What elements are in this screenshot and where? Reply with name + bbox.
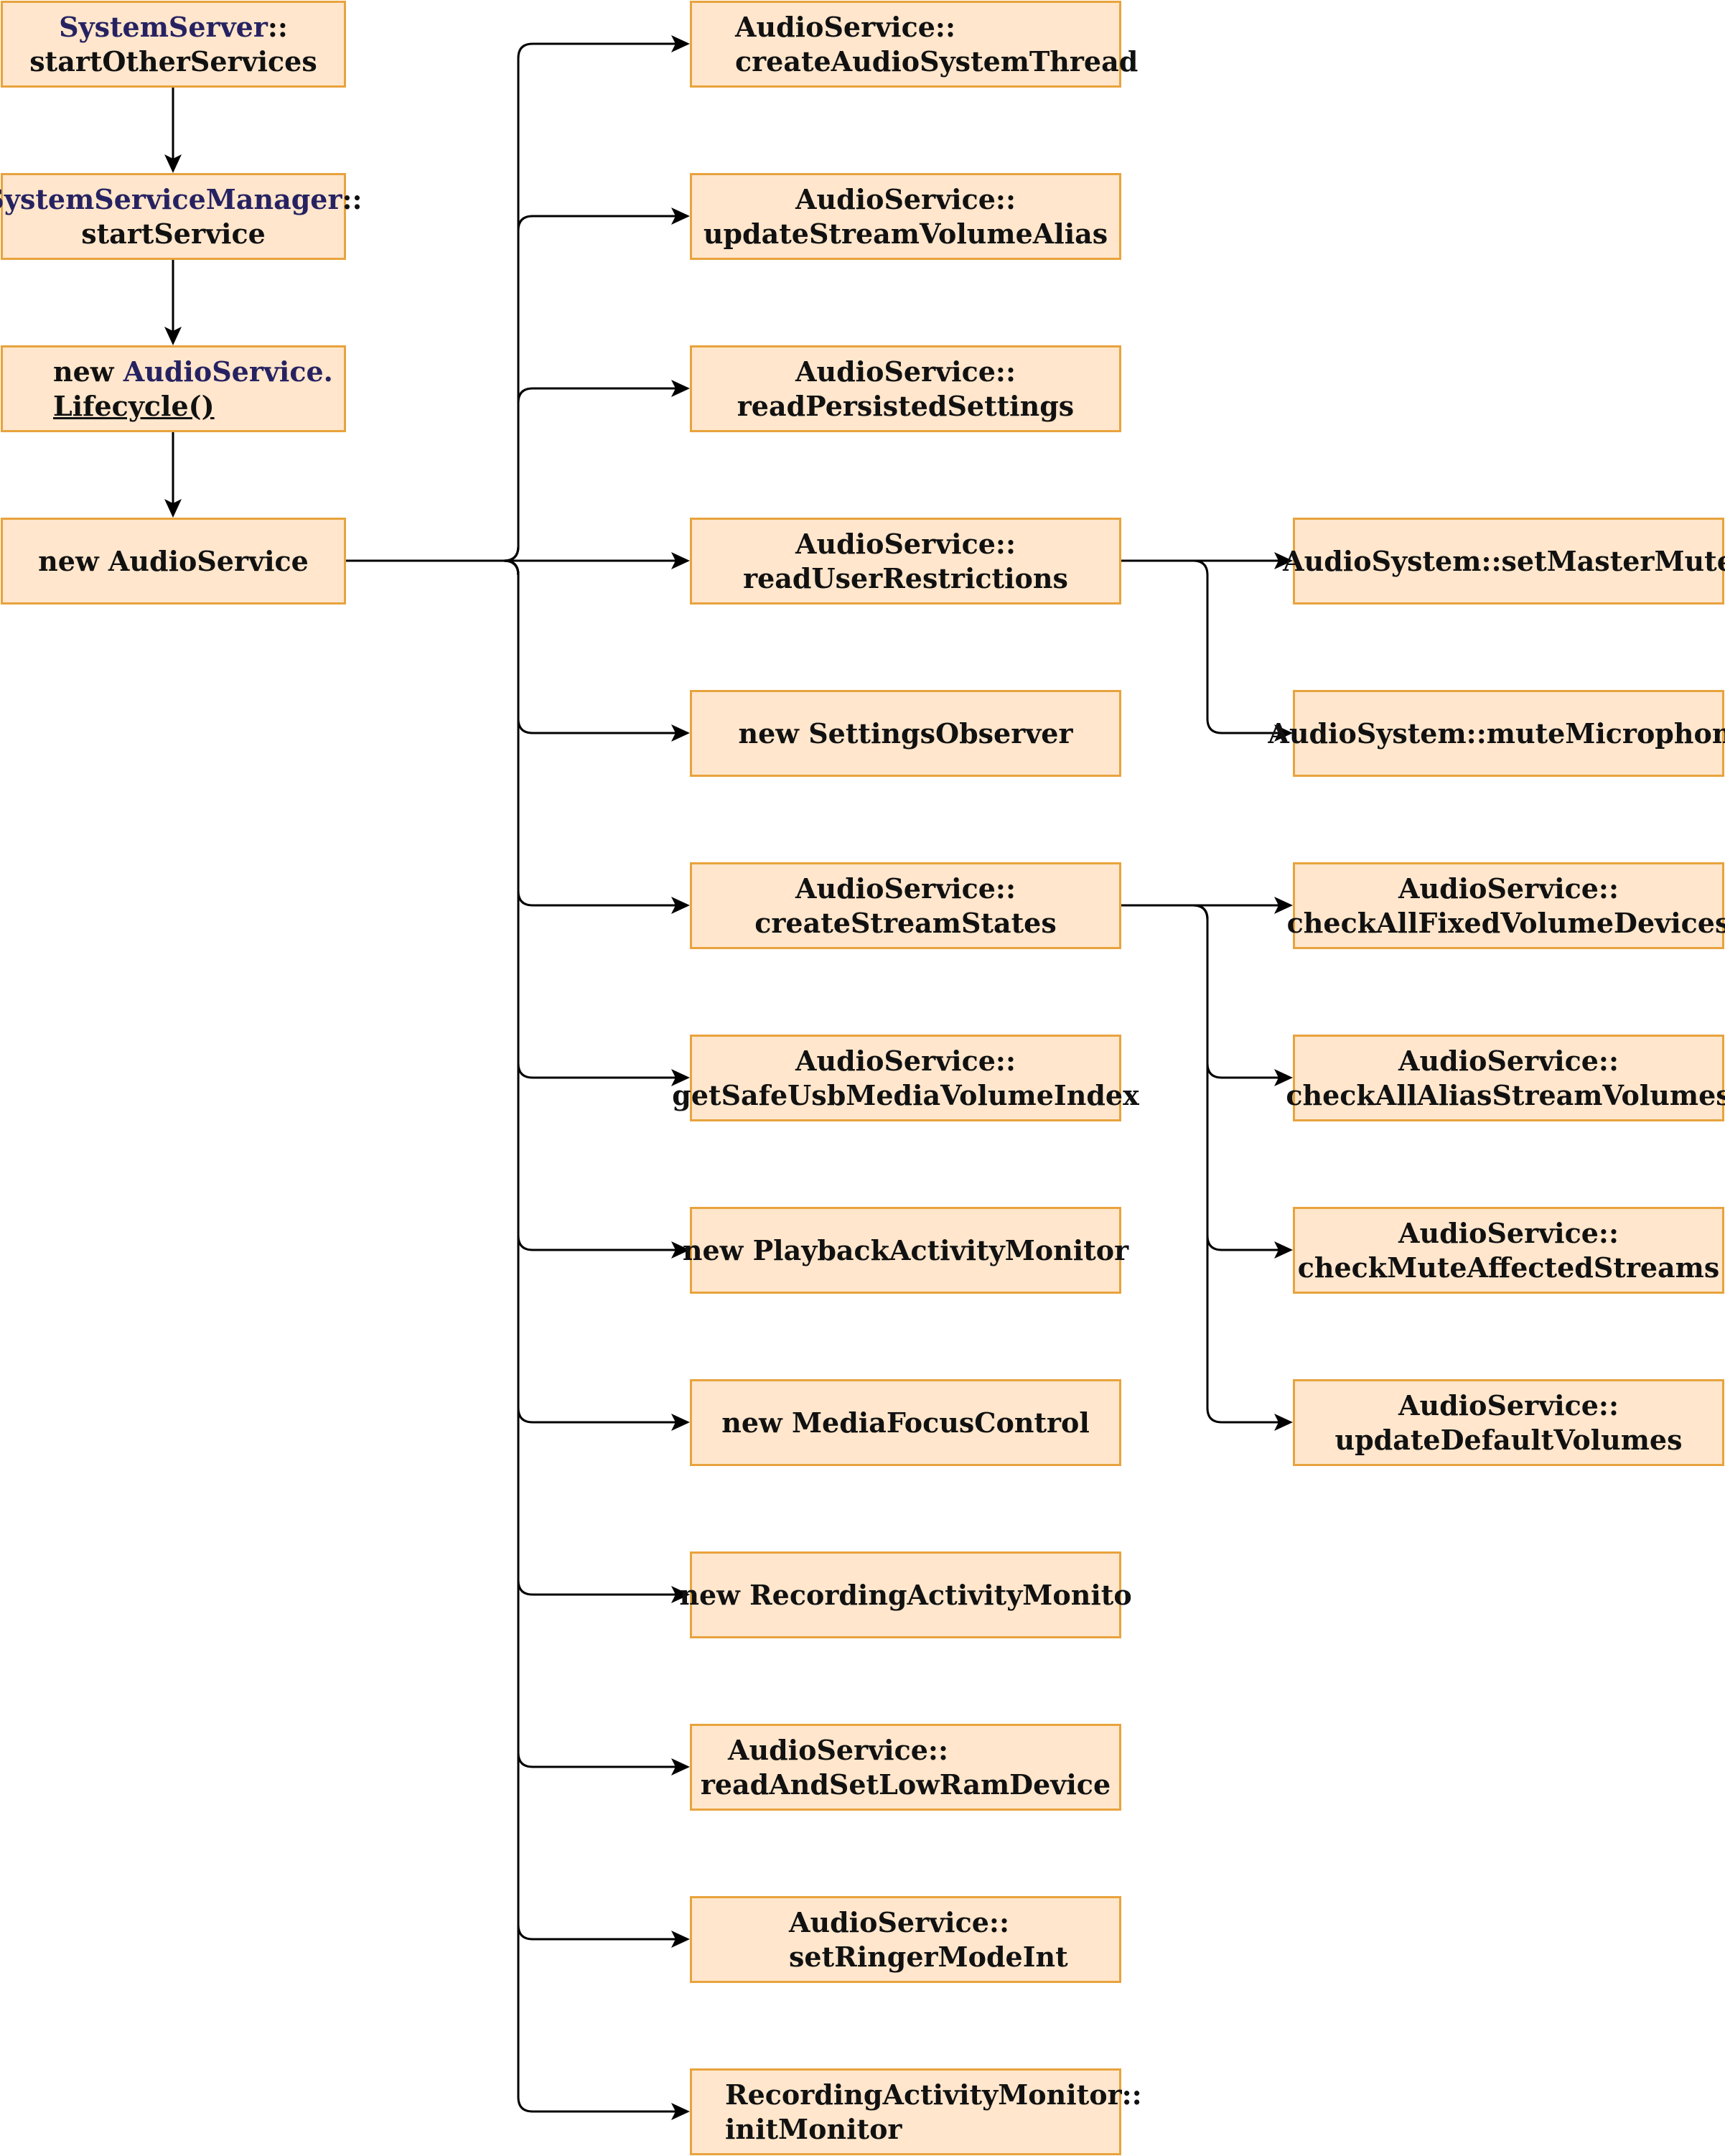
arrow-head	[164, 327, 182, 345]
node-label-line1: AudioService::	[728, 1733, 948, 1766]
node-create-stream-states: AudioService:: createStreamStates	[690, 862, 1121, 949]
method-name: startService	[81, 217, 266, 250]
node-label: new RecordingActivityMonito	[679, 1578, 1132, 1611]
node-label-line1: AudioService::	[795, 527, 1016, 560]
node-label-line2: updateStreamVolumeAlias	[703, 217, 1108, 250]
node-read-user-restrictions: AudioService:: readUserRestrictions	[690, 518, 1121, 605]
arrow-head	[671, 552, 690, 569]
node-new-recording-activity-monitor: new RecordingActivityMonito	[679, 1551, 1132, 1638]
branch-edge	[503, 559, 687, 2113]
node-label-line1: RecordingActivityMonitor::	[725, 2078, 1142, 2111]
class-name: SystemServer	[59, 10, 268, 43]
node-mute-microphone: AudioSystem::muteMicrophone	[1268, 690, 1725, 777]
node-label-line2: initMonitor	[725, 2112, 902, 2145]
arrow-head	[671, 1931, 690, 1948]
arrow-head	[671, 207, 690, 225]
node-system-server: SystemServer:: startOtherServices	[1, 1, 346, 88]
branch-edge	[503, 387, 687, 562]
node-set-ringer-mode-int: AudioService:: setRingerModeInt	[690, 1896, 1121, 1983]
node-label: new AudioService	[38, 544, 309, 577]
node-new-playback-activity-monitor: new PlaybackActivityMonitor	[683, 1207, 1128, 1294]
node-new-audioservice: new AudioService	[1, 518, 346, 605]
node-check-all-fixed-volume-devices: AudioService:: checkAllFixedVolumeDevice…	[1287, 862, 1725, 949]
arrow-head	[671, 1414, 690, 1431]
node-label-line2: checkAllFixedVolumeDevices	[1286, 906, 1725, 939]
branch-edge	[503, 559, 687, 1424]
arrow-head	[1274, 1069, 1293, 1086]
node-label-line2: createAudioSystemThread	[735, 45, 1139, 78]
node-label-line2: createStreamStates	[754, 906, 1057, 939]
node-label-line2: readAndSetLowRamDevice	[700, 1768, 1111, 1801]
node-label-line2: checkMuteAffectedStreams	[1297, 1251, 1720, 1284]
arrow-head	[1274, 1241, 1293, 1259]
arrow-head	[671, 1758, 690, 1775]
node-label: new PlaybackActivityMonitor	[682, 1233, 1129, 1266]
node-system-service-manager: SystemServiceManager:: startService	[0, 173, 363, 260]
method-name: Lifecycle()	[53, 389, 215, 422]
node-check-all-alias-stream-volumes: AudioService:: checkAllAliasStreamVolume…	[1286, 1035, 1725, 1121]
node-label-line2: readUserRestrictions	[743, 561, 1068, 594]
arrow-head	[164, 154, 182, 173]
keyword: new	[53, 355, 123, 388]
class-name: AudioService.	[123, 355, 333, 388]
separator: ::	[342, 182, 363, 215]
arrow-head	[1274, 724, 1293, 742]
branch-edge	[503, 559, 687, 734]
node-label-line2: readPersistedSettings	[737, 389, 1075, 422]
arrow-head	[671, 724, 690, 742]
class-name: SystemServiceManager	[0, 182, 342, 215]
sub-branch-edge	[1192, 904, 1290, 1424]
node-label: AudioSystem::setMasterMute	[1283, 544, 1725, 577]
node-label-line1: AudioService::	[1398, 1389, 1619, 1422]
node-label-line1: AudioService::	[1398, 872, 1619, 905]
node-set-master-mute: AudioSystem::setMasterMute	[1283, 518, 1725, 605]
arrow-head	[671, 1241, 690, 1259]
node-label-line1: AudioService::	[795, 355, 1016, 388]
arrow-head	[1274, 1414, 1293, 1431]
node-label-line1: AudioService::	[1398, 1216, 1619, 1249]
node-label-line1: AudioService::	[789, 1905, 1009, 1938]
node-recording-monitor-init: RecordingActivityMonitor:: initMonitor	[690, 2068, 1142, 2155]
method-name: startOtherServices	[29, 45, 317, 78]
node-check-mute-affected-streams: AudioService:: checkMuteAffectedStreams	[1293, 1207, 1724, 1294]
node-label-line1: AudioService::	[795, 1044, 1016, 1077]
separator: ::	[267, 10, 288, 43]
node-label: new MediaFocusControl	[721, 1406, 1090, 1439]
arrow-head	[671, 2103, 690, 2120]
sub-branch-edge	[1192, 559, 1290, 734]
node-label-line1: AudioService::	[795, 872, 1016, 905]
arrow-head	[671, 35, 690, 52]
node-read-and-set-low-ram-device: AudioService:: readAndSetLowRamDevice	[690, 1724, 1121, 1811]
node-label: new SettingsObserver	[738, 717, 1073, 750]
branch-edge	[503, 559, 687, 1079]
node-label: AudioSystem::muteMicrophone	[1268, 717, 1725, 750]
node-label-line1: AudioService::	[795, 182, 1016, 215]
node-create-audio-system-thread: AudioService:: createAudioSystemThread	[690, 1, 1138, 88]
node-new-media-focus-control: new MediaFocusControl	[690, 1379, 1121, 1466]
node-update-default-volumes: AudioService:: updateDefaultVolumes	[1293, 1379, 1724, 1466]
arrow-head	[671, 380, 690, 397]
arrow-head	[1274, 552, 1293, 569]
node-read-persisted-settings: AudioService:: readPersistedSettings	[690, 345, 1121, 432]
arrow-head	[1274, 897, 1293, 914]
arrow-head	[671, 1586, 690, 1603]
node-label-line2: getSafeUsbMediaVolumeIndex	[672, 1078, 1139, 1111]
node-label-line2: updateDefaultVolumes	[1334, 1423, 1683, 1456]
node-new-settings-observer: new SettingsObserver	[690, 690, 1121, 777]
node-audioservice-lifecycle: new AudioService. Lifecycle()	[1, 345, 346, 432]
branch-edge	[503, 42, 687, 562]
branch-edge	[503, 559, 687, 1768]
arrow-head	[671, 1069, 690, 1086]
arrow-head	[164, 499, 182, 518]
node-label-line1: AudioService::	[1398, 1044, 1619, 1077]
node-get-safe-usb-media-volume-index: AudioService:: getSafeUsbMediaVolumeInde…	[672, 1035, 1139, 1121]
node-label-line2: checkAllAliasStreamVolumes	[1286, 1078, 1725, 1111]
node-label-line1: AudioService::	[735, 10, 955, 43]
node-update-stream-volume-alias: AudioService:: updateStreamVolumeAlias	[690, 173, 1121, 260]
node-label-line2: setRingerModeInt	[789, 1940, 1068, 1973]
arrow-head	[671, 897, 690, 914]
